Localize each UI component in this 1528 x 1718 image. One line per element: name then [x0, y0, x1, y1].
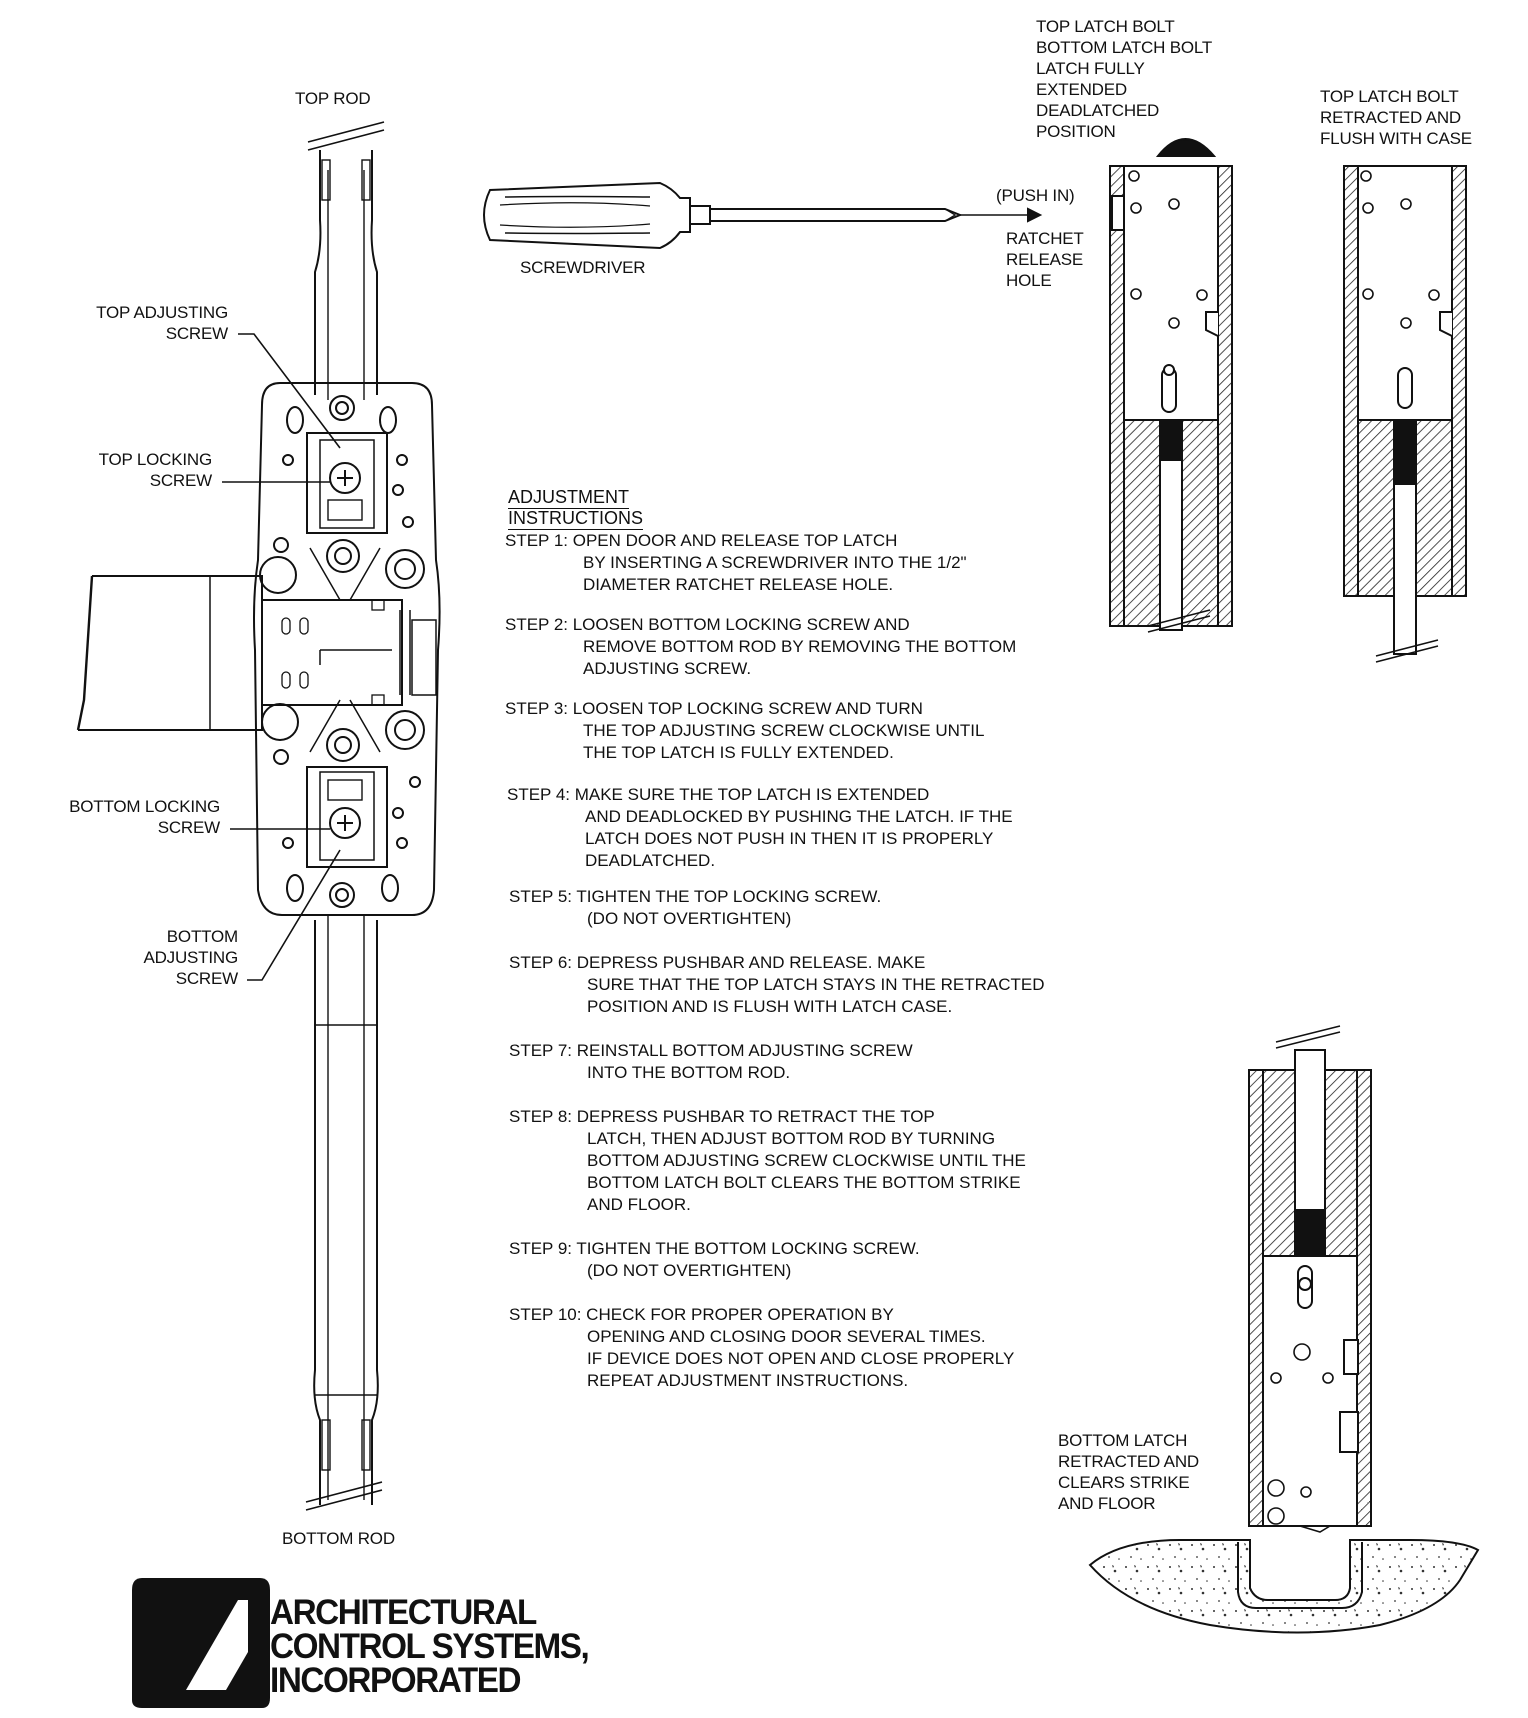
- step-heading: STEP 8: DEPRESS PUSHBAR TO RETRACT THE T…: [509, 1107, 935, 1126]
- step-body: OPENING AND CLOSING DOOR SEVERAL TIMES. …: [587, 1327, 1015, 1390]
- step-heading: STEP 7: REINSTALL BOTTOM ADJUSTING SCREW: [509, 1041, 913, 1060]
- bottom-locking-screw-label: BOTTOM LOCKING SCREW: [69, 797, 220, 837]
- step-1: STEP 1: OPEN DOOR AND RELEASE TOP LATCH B…: [505, 530, 967, 594]
- top-latch-retracted: [1343, 165, 1467, 663]
- top-latch-extended-label: TOP LATCH BOLT BOTTOM LATCH BOLT LATCH F…: [1036, 17, 1213, 141]
- company-logo-mark: [132, 1578, 270, 1708]
- step-body: INTO THE BOTTOM ROD.: [587, 1063, 791, 1082]
- company-name: ARCHITECTURAL CONTROL SYSTEMS, INCORPORA…: [270, 1593, 590, 1700]
- step-6: STEP 6: DEPRESS PUSHBAR AND RELEASE. MAK…: [509, 952, 1045, 1016]
- step-heading: STEP 9: TIGHTEN THE BOTTOM LOCKING SCREW…: [509, 1239, 920, 1258]
- pushbar: [76, 575, 263, 731]
- step-7: STEP 7: REINSTALL BOTTOM ADJUSTING SCREW…: [509, 1040, 913, 1082]
- top-rod-label: TOP ROD: [295, 89, 371, 108]
- step-body: (DO NOT OVERTIGHTEN): [587, 909, 792, 928]
- company-name-line2: CONTROL SYSTEMS,: [270, 1627, 590, 1666]
- instructions-title: ADJUSTMENT INSTRUCTIONS: [508, 487, 643, 528]
- step-body: SURE THAT THE TOP LATCH STAYS IN THE RET…: [587, 975, 1045, 1016]
- bottom-rod-label: BOTTOM ROD: [282, 1529, 395, 1548]
- leader-lines: [222, 333, 341, 981]
- step-5: STEP 5: TIGHTEN THE TOP LOCKING SCREW. (D…: [509, 886, 882, 928]
- step-body: THE TOP ADJUSTING SCREW CLOCKWISE UNTIL …: [583, 721, 985, 762]
- step-body: REMOVE BOTTOM ROD BY REMOVING THE BOTTOM…: [583, 637, 1017, 678]
- ratchet-release-hole-label: RATCHET RELEASE HOLE: [1006, 229, 1084, 290]
- push-in-label: (PUSH IN): [996, 186, 1075, 205]
- top-locking-screw-label: TOP LOCKING SCREW: [98, 450, 213, 490]
- screwdriver-label: SCREWDRIVER: [520, 258, 646, 277]
- step-body: (DO NOT OVERTIGHTEN): [587, 1261, 792, 1280]
- step-body: BY INSERTING A SCREWDRIVER INTO THE 1/2"…: [583, 553, 967, 594]
- step-body: LATCH, THEN ADJUST BOTTOM ROD BY TURNING…: [587, 1129, 1026, 1214]
- step-heading: STEP 5: TIGHTEN THE TOP LOCKING SCREW.: [509, 887, 882, 906]
- step-8: STEP 8: DEPRESS PUSHBAR TO RETRACT THE T…: [509, 1106, 1026, 1214]
- step-body: AND DEADLOCKED BY PUSHING THE LATCH. IF …: [585, 807, 1013, 870]
- step-2: STEP 2: LOOSEN BOTTOM LOCKING SCREW AND R…: [505, 614, 1016, 678]
- screwdriver: [483, 181, 1043, 250]
- step-heading: STEP 2: LOOSEN BOTTOM LOCKING SCREW AND: [505, 615, 910, 634]
- step-heading: STEP 6: DEPRESS PUSHBAR AND RELEASE. MAK…: [509, 953, 926, 972]
- top-latch-extended: [1109, 138, 1233, 633]
- step-10: STEP 10: CHECK FOR PROPER OPERATION BY OP…: [509, 1304, 1014, 1390]
- step-9: STEP 9: TIGHTEN THE BOTTOM LOCKING SCREW…: [509, 1238, 920, 1280]
- bottom-latch-retracted: [1088, 1025, 1480, 1634]
- company-name-line1: ARCHITECTURAL: [270, 1593, 537, 1632]
- step-heading: STEP 4: MAKE SURE THE TOP LATCH IS EXTEN…: [507, 785, 930, 804]
- step-3: STEP 3: LOOSEN TOP LOCKING SCREW AND TUR…: [505, 698, 984, 762]
- step-heading: STEP 10: CHECK FOR PROPER OPERATION BY: [509, 1305, 894, 1324]
- top-adjusting-screw-label: TOP ADJUSTING SCREW: [96, 303, 228, 343]
- top-latch-retracted-label: TOP LATCH BOLT RETRACTED AND FLUSH WITH …: [1320, 87, 1472, 148]
- step-heading: STEP 1: OPEN DOOR AND RELEASE TOP LATCH: [505, 531, 898, 550]
- company-name-line3: INCORPORATED: [270, 1661, 522, 1700]
- step-4: STEP 4: MAKE SURE THE TOP LATCH IS EXTEN…: [507, 784, 1013, 870]
- step-heading: STEP 3: LOOSEN TOP LOCKING SCREW AND TUR…: [505, 699, 923, 718]
- vertical-rod-device: [253, 121, 441, 1511]
- bottom-latch-retracted-label: BOTTOM LATCH RETRACTED AND CLEARS STRIKE…: [1058, 1431, 1199, 1513]
- bottom-adjusting-screw-label: BOTTOM ADJUSTING SCREW: [143, 927, 238, 988]
